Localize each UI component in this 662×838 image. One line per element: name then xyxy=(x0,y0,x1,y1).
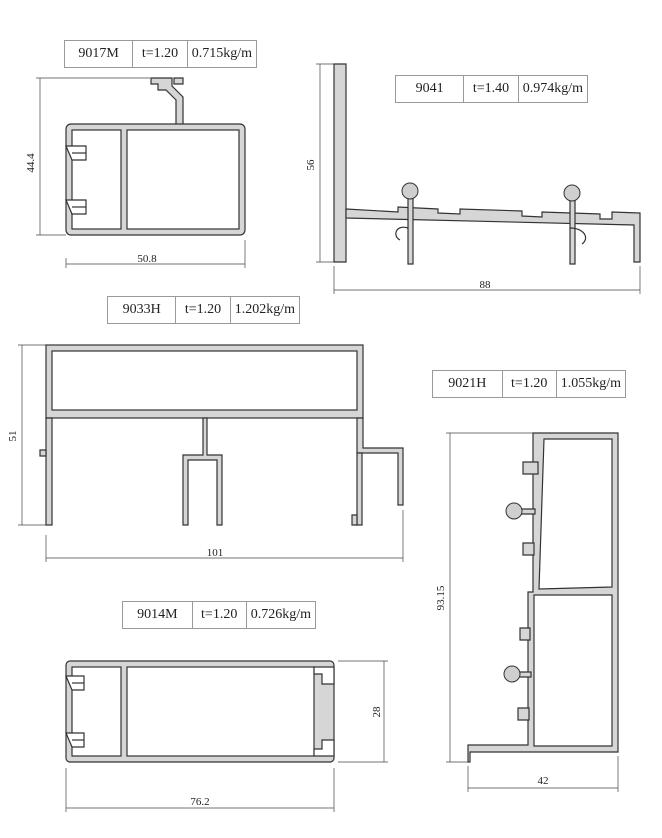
profile-weight: 0.715kg/m xyxy=(186,41,256,67)
dim-width-9021h: 42 xyxy=(538,775,549,787)
spec-box-9021h: 9021H t=1.20 1.055kg/m xyxy=(432,370,626,398)
dim-height-9033h: 51 xyxy=(7,431,19,442)
dim-width-9014m: 76.2 xyxy=(190,796,209,808)
profile-9021h: 93.15 42 xyxy=(435,432,619,792)
profile-code: 9041 xyxy=(415,81,444,96)
spec-box-9033h: 9033H t=1.20 1.202kg/m xyxy=(107,296,300,324)
profile-thickness: t=1.20 xyxy=(191,602,246,628)
profile-weight: 0.974kg/m xyxy=(517,76,587,102)
dim-width-9041: 88 xyxy=(480,279,492,291)
dim-width-9033h: 101 xyxy=(207,547,224,559)
dim-height-9017m: 44.4 xyxy=(25,153,37,173)
profile-weight: 1.202kg/m xyxy=(229,297,299,323)
dim-width-9017m: 50.8 xyxy=(137,253,157,265)
profile-code: 9014M xyxy=(137,607,178,622)
dim-height-9041: 56 xyxy=(305,159,317,171)
dim-height-9014m: 28 xyxy=(371,706,383,718)
profile-9041: 56 88 xyxy=(305,63,641,294)
profile-code: 9021H xyxy=(448,376,487,391)
profile-code: 9017M xyxy=(78,46,119,61)
profile-code: 9033H xyxy=(122,302,161,317)
profile-thickness: t=1.20 xyxy=(175,297,229,323)
profile-thickness: t=1.20 xyxy=(501,371,556,397)
spec-box-9041: 9041 t=1.40 0.974kg/m xyxy=(395,75,588,103)
profile-thickness: t=1.40 xyxy=(463,76,517,102)
profile-9017m: 50.8 44.4 xyxy=(25,77,246,268)
dim-height-9021h: 93.15 xyxy=(435,585,447,610)
spec-box-9014m: 9014M t=1.20 0.726kg/m xyxy=(122,601,316,629)
profile-9014m: 28 76.2 xyxy=(65,660,388,812)
spec-box-9017m: 9017M t=1.20 0.715kg/m xyxy=(64,40,257,68)
profile-weight: 1.055kg/m xyxy=(555,371,625,397)
profile-weight: 0.726kg/m xyxy=(245,602,315,628)
profile-thickness: t=1.20 xyxy=(132,41,186,67)
profile-9033h: 51 101 xyxy=(7,344,404,562)
